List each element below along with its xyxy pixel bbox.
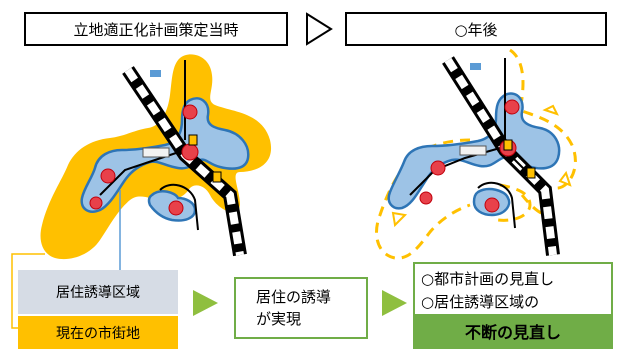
legend-induction-area: 居住誘導区域 <box>18 270 178 314</box>
bus-stop-icon <box>503 139 513 151</box>
bus-icon <box>150 70 161 77</box>
center-node <box>100 168 116 184</box>
shrink-arrow-icon <box>391 211 408 228</box>
right-title: ○年後 <box>454 20 498 39</box>
center-node <box>484 197 500 213</box>
legend-connector-yellow <box>11 253 45 329</box>
center-nodes <box>89 104 199 216</box>
review-emphasis: 不断の見直し <box>415 314 611 347</box>
left-title-box: 立地適正化計画策定当時 <box>24 12 288 46</box>
center-node <box>430 160 446 176</box>
bus-icon <box>470 63 481 70</box>
result-line-2: が実現 <box>256 310 302 328</box>
result-line-1: 居住の誘導 <box>256 288 332 306</box>
shrink-arrow-icon <box>558 170 572 187</box>
shrink-arrow-icon <box>542 104 559 116</box>
review-line-2: ○居住誘導区域の <box>421 293 540 311</box>
green-arrow-icon <box>382 290 407 316</box>
center-node <box>89 196 103 210</box>
road-line <box>99 148 216 196</box>
bus-stop-icon <box>188 134 198 146</box>
railway-line-inner <box>124 67 244 256</box>
review-line-1: ○都市計画の見直し <box>421 270 555 288</box>
center-node <box>182 104 198 120</box>
center-node <box>504 99 520 115</box>
result-box: 居住の誘導 が実現 <box>234 277 368 339</box>
center-node <box>168 200 184 216</box>
station-icon <box>459 145 487 156</box>
right-map <box>375 48 577 260</box>
road-line-3 <box>477 181 516 229</box>
right-title-box: ○年後 <box>345 12 607 46</box>
future-urban-outline <box>497 183 532 222</box>
review-box: ○都市計画の見直し ○居住誘導区域の 不断の見直し <box>413 262 613 349</box>
legend-current-urban-area: 現在の市街地 <box>18 316 178 349</box>
left-map <box>40 54 272 260</box>
center-node <box>181 143 199 161</box>
left-title: 立地適正化計画策定当時 <box>73 20 239 39</box>
bus-stop-icon <box>212 171 222 183</box>
next-triangle-icon <box>306 12 333 46</box>
center-node <box>419 191 433 205</box>
road-line-3 <box>159 183 199 231</box>
bus-stop-icon <box>526 167 536 179</box>
green-arrow-icon <box>193 290 218 316</box>
station-icon <box>142 147 170 158</box>
